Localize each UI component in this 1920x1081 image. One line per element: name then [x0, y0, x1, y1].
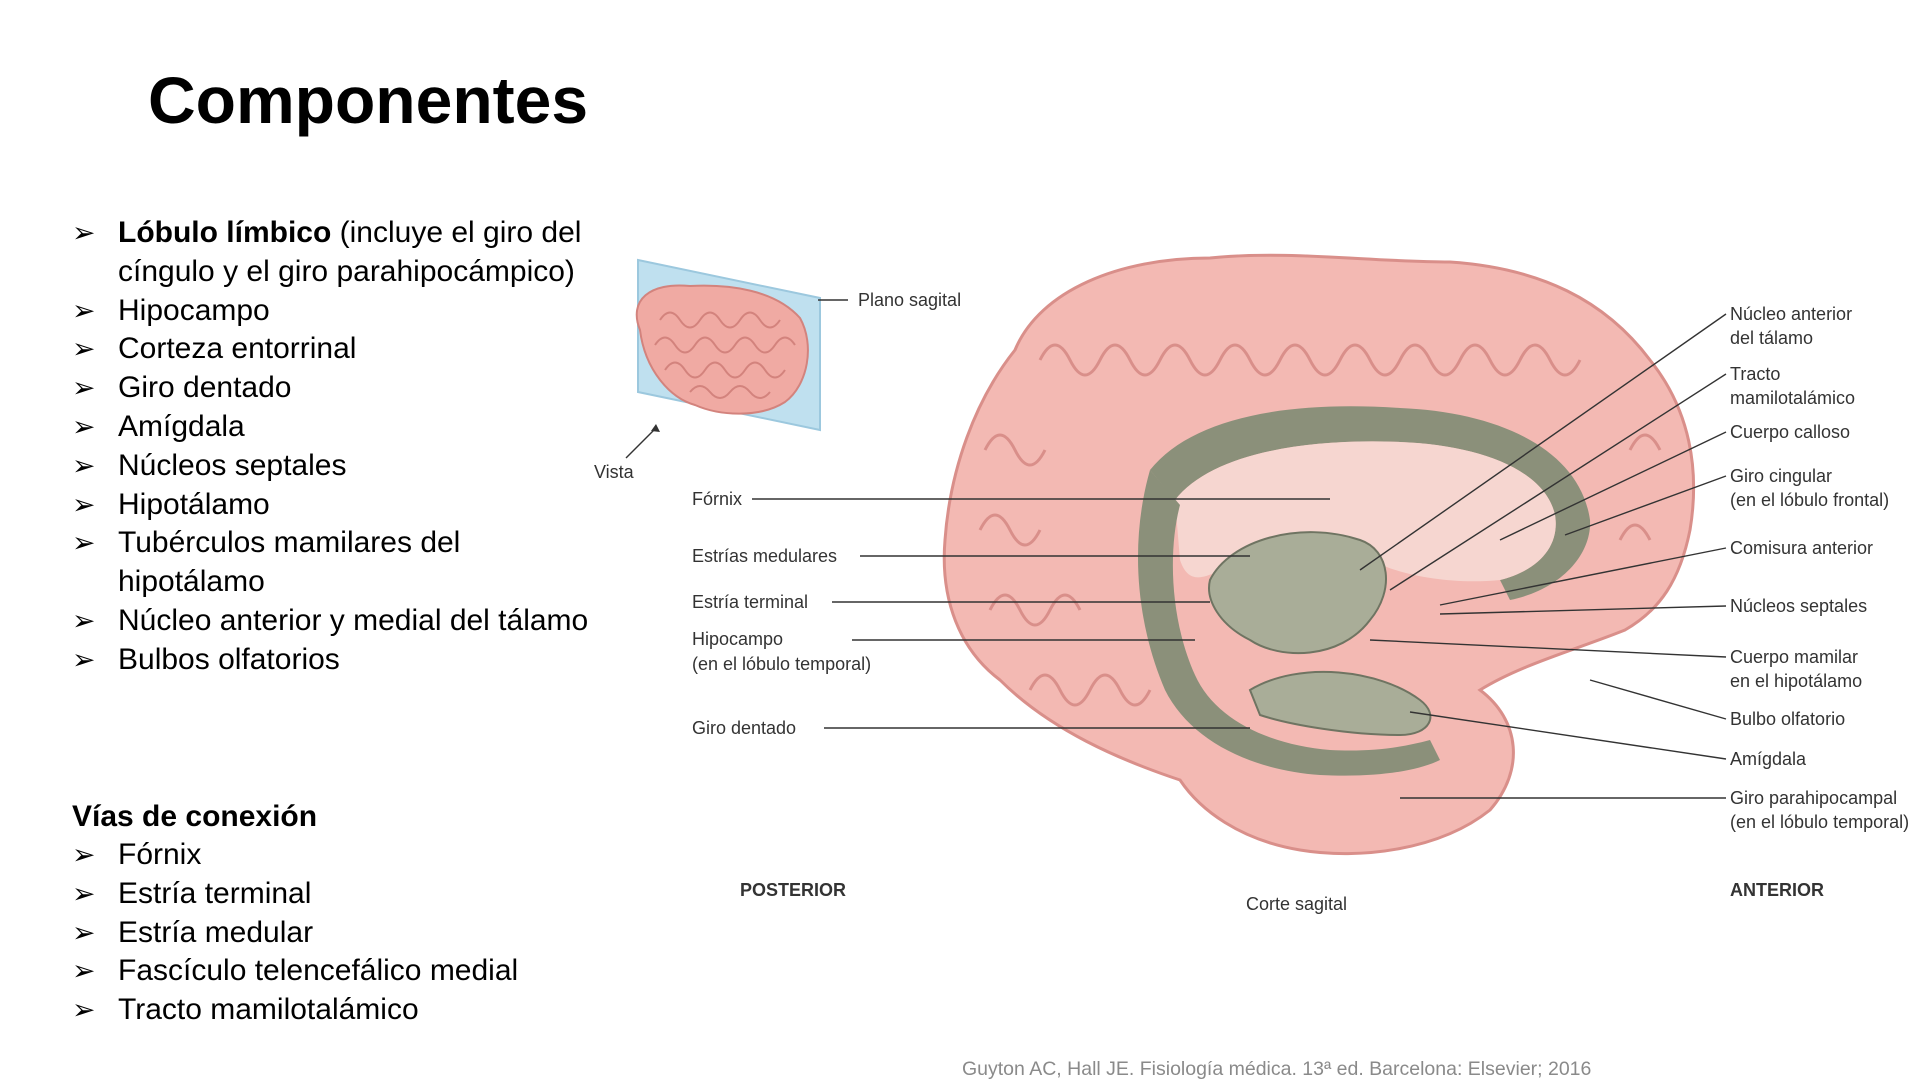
component-item-text: Núcleos septales — [118, 448, 347, 482]
right-label: Núcleo anterior — [1730, 304, 1852, 324]
component-item-bold: Lóbulo límbico — [118, 216, 332, 249]
component-item: ➢ Núcleo anterior y medial del tálamo — [72, 602, 592, 641]
right-label: Tracto — [1730, 364, 1780, 384]
right-leader — [1409, 711, 1727, 760]
pathway-item: ➢ Estría terminal — [72, 875, 632, 914]
right-label: Cuerpo calloso — [1730, 422, 1850, 442]
view-label: Vista — [594, 462, 635, 482]
inset-brain-shape — [635, 284, 809, 415]
right-label: en el hipotálamo — [1730, 671, 1862, 691]
right-leader — [1369, 639, 1727, 658]
pathway-item-text: Estría terminal — [118, 876, 312, 910]
component-item-text: Hipotálamo — [118, 487, 270, 521]
pathway-item: ➢ Tracto mamilotalámico — [72, 991, 632, 1030]
component-item: ➢ Lóbulo límbico (incluye el giro del cín… — [72, 214, 592, 292]
right-label: Bulbo olfatorio — [1730, 709, 1845, 729]
right-label: Cuerpo mamilar — [1730, 647, 1858, 667]
component-item-text: Bulbos olfatorios — [118, 642, 340, 676]
pathways-list: ➢ Fórnix ➢ Estría terminal ➢ Estría medular ➢ F… — [72, 836, 632, 1030]
left-label: Fórnix — [692, 489, 742, 509]
left-label: Estrías medulares — [692, 546, 837, 566]
component-item: ➢ Giro dentado — [72, 369, 592, 408]
view-arrow — [625, 427, 657, 459]
left-label: Estría terminal — [692, 592, 808, 612]
bullet-arrow-icon: ➢ — [72, 839, 96, 870]
right-label: del tálamo — [1730, 328, 1813, 348]
bullet-arrow-icon: ➢ — [72, 643, 96, 675]
left-label: (en el lóbulo temporal) — [692, 654, 871, 674]
page-title: Componentes — [148, 63, 589, 137]
right-label: Giro parahipocampal — [1730, 788, 1897, 808]
right-leader — [1439, 547, 1727, 606]
bullet-arrow-icon: ➢ — [72, 877, 96, 909]
thalamic-region — [1208, 531, 1387, 655]
bullet-arrow-icon: ➢ — [72, 488, 96, 520]
component-item-text: Corteza entorrinal — [118, 332, 357, 366]
right-label: Giro cingular — [1730, 466, 1832, 486]
cingulate-band — [1150, 406, 1591, 600]
component-item-text: Hipocampo — [118, 293, 270, 327]
left-label: Giro dentado — [692, 718, 796, 738]
bullet-arrow-icon: ➢ — [72, 449, 96, 481]
pathway-item: ➢ Fórnix — [72, 836, 632, 875]
bullet-arrow-icon: ➢ — [72, 333, 96, 365]
bullet-arrow-icon: ➢ — [72, 527, 96, 559]
bullet-arrow-icon: ➢ — [72, 410, 96, 442]
bullet-arrow-icon: ➢ — [72, 916, 96, 948]
sagittal-brain — [942, 253, 1696, 856]
component-item-text: (incluye el giro del cíngulo y el giro p… — [118, 216, 582, 288]
component-item: ➢ Bulbos olfatorios — [72, 641, 592, 680]
pathway-item: ➢ Fascículo telencefálico medial — [72, 952, 632, 991]
right-leader — [1389, 373, 1727, 591]
pathways-heading: Vías de conexión — [72, 800, 318, 833]
right-leader — [1439, 605, 1727, 615]
component-item-text: Tubérculos mamilares del hipotálamo — [118, 526, 461, 599]
pathway-item-text: Tracto mamilotalámico — [118, 993, 419, 1027]
pathway-item: ➢ Estría medular — [72, 914, 632, 953]
pathway-item-text: Fascículo telencefálico medial — [118, 954, 519, 988]
right-label: mamilotalámico — [1730, 388, 1855, 408]
component-item-text: Amígdala — [118, 409, 245, 443]
right-label: (en el lóbulo frontal) — [1730, 490, 1889, 510]
right-leader — [1564, 475, 1727, 536]
caption-label: Corte sagital — [1246, 894, 1347, 914]
component-item-text: Núcleo anterior y medial del tálamo — [118, 603, 589, 637]
right-leader — [1499, 431, 1727, 541]
component-item: ➢ Núcleos septales — [72, 447, 592, 486]
bullet-arrow-icon: ➢ — [72, 994, 96, 1026]
plane-label: Plano sagital — [858, 290, 961, 310]
parahippocampal-band — [1138, 470, 1440, 776]
left-label: Hipocampo — [692, 629, 783, 649]
component-item: ➢ Tubérculos mamilares del hipotálamo — [72, 524, 592, 602]
bullet-arrow-icon: ➢ — [72, 955, 96, 987]
component-item: ➢ Hipotálamo — [72, 486, 592, 525]
bullet-arrow-icon: ➢ — [72, 294, 96, 326]
citation: Guyton AC, Hall JE. Fisiología médica. 1… — [962, 1058, 1592, 1080]
pathway-item-text: Fórnix — [118, 838, 202, 871]
inset-sagittal-plane — [625, 258, 848, 459]
bullet-arrow-icon: ➢ — [72, 372, 96, 404]
anterior-label: ANTERIOR — [1730, 880, 1824, 900]
pathway-item-text: Estría medular — [118, 915, 314, 949]
right-leader — [1359, 313, 1727, 571]
right-label: Comisura anterior — [1730, 538, 1873, 558]
right-label: (en el lóbulo temporal) — [1730, 812, 1909, 832]
posterior-label: POSTERIOR — [740, 880, 846, 900]
bullet-arrow-icon: ➢ — [72, 217, 96, 248]
component-item: ➢ Corteza entorrinal — [72, 330, 592, 369]
components-list: ➢ Lóbulo límbico (incluye el giro del cín… — [72, 214, 592, 680]
cortex-gyri — [978, 343, 1662, 707]
hippocampus-shape — [1248, 670, 1432, 737]
view-arrowhead — [651, 424, 660, 432]
component-item: ➢ Hipocampo — [72, 292, 592, 331]
component-item: ➢ Amígdala — [72, 408, 592, 447]
right-label: Amígdala — [1730, 749, 1807, 769]
bullet-arrow-icon: ➢ — [72, 604, 96, 636]
right-label: Núcleos septales — [1730, 596, 1867, 616]
right-leader — [1589, 679, 1727, 720]
component-item-text: Giro dentado — [118, 371, 292, 405]
inset-brain-gyri — [654, 311, 796, 399]
